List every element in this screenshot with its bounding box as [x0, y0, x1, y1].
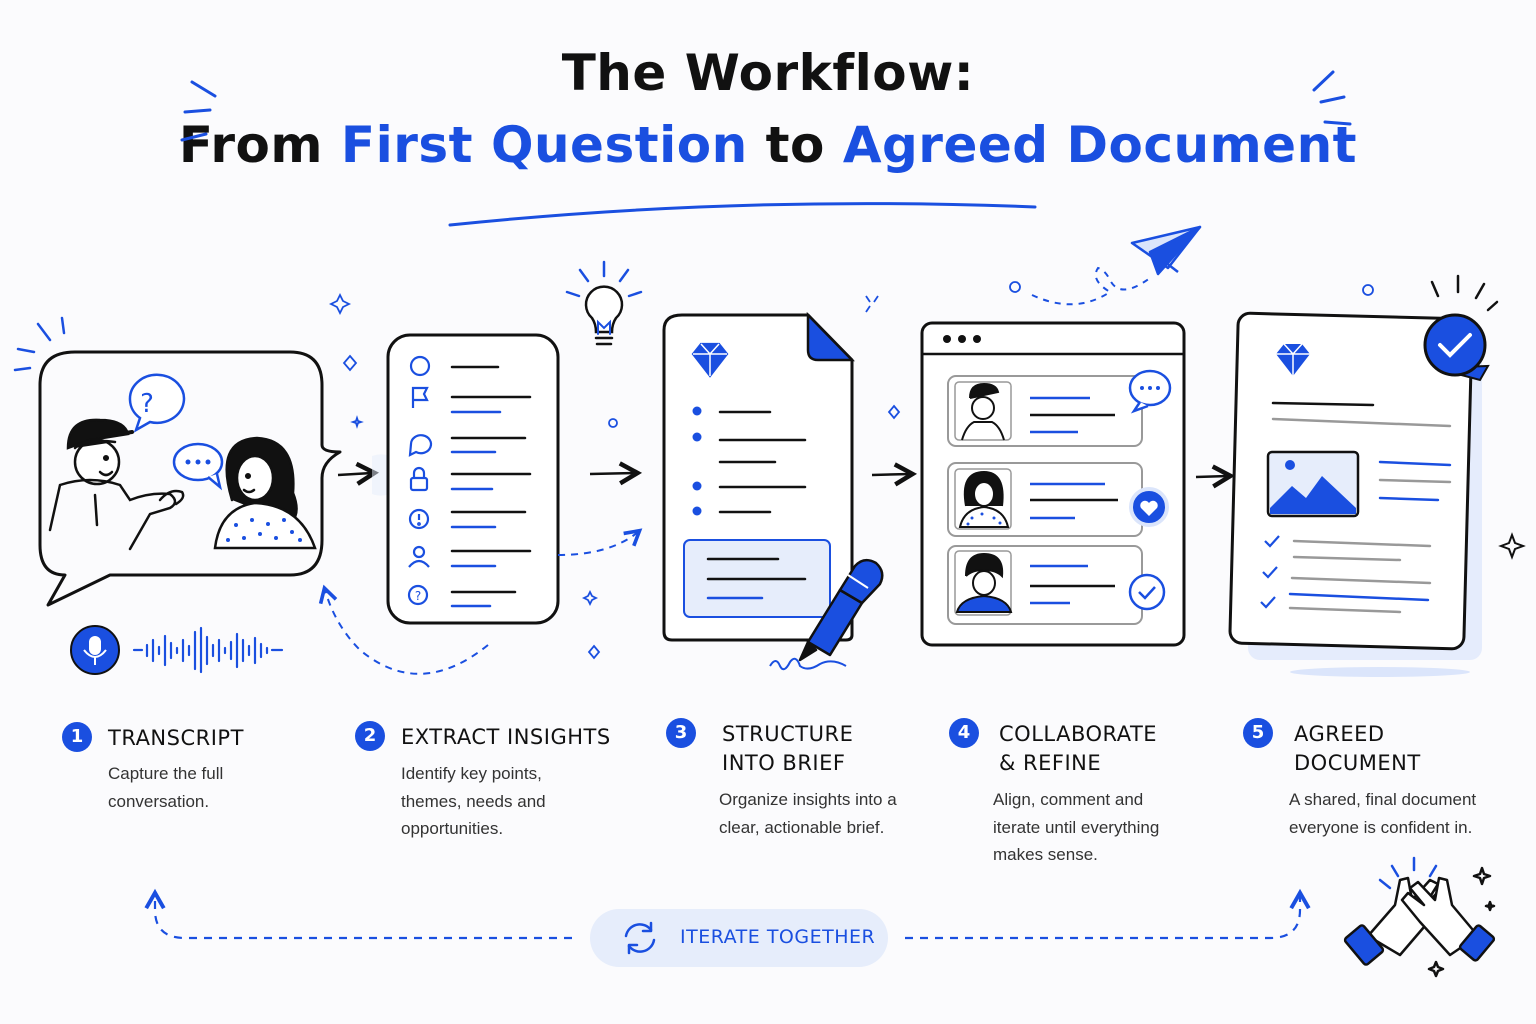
- title-sparks-right: [1312, 70, 1352, 126]
- iterate-together-label: ITERATE TOGETHER: [680, 926, 876, 948]
- step-4-heading: COLLABORATE & REFINE: [999, 720, 1219, 778]
- collaborator-avatar-1: [961, 382, 1005, 441]
- step-5-heading-line-2: DOCUMENT: [1294, 751, 1421, 775]
- paper-plane-trail: [1031, 266, 1151, 306]
- svg-text:?: ?: [415, 589, 421, 603]
- step-5-description: A shared, final document everyone is con…: [1289, 790, 1477, 837]
- high-five-icon: [1343, 856, 1496, 978]
- brief-document: [662, 311, 855, 642]
- step-5-heading: AGREED DOCUMENT: [1294, 720, 1514, 778]
- collaborator-avatar-2: [958, 470, 1010, 528]
- iterate-loop-right: [905, 888, 1311, 940]
- title-first-question: First Question: [340, 116, 748, 174]
- diamond-icon-final: [1276, 343, 1310, 376]
- step-4-heading-line-1: COLLABORATE: [999, 722, 1158, 746]
- step-1-description: Capture the full conversation.: [108, 764, 224, 811]
- step-5-heading-line-1: AGREED: [1294, 722, 1385, 746]
- arrow-3-to-4: [871, 462, 918, 487]
- step-4-heading-line-2: & REFINE: [999, 751, 1102, 775]
- title-agreed-document: Agreed Document: [842, 116, 1358, 174]
- step-3-heading: STRUCTURE INTO BRIEF: [722, 720, 942, 778]
- conversation-bubble: [38, 350, 342, 607]
- step-4-description: Align, comment and iterate until everyth…: [993, 790, 1160, 864]
- decorative-sparkles: [328, 281, 1374, 660]
- arrow-4-to-5: [1195, 464, 1236, 489]
- arrow-1-to-2: [337, 461, 380, 486]
- title-from: From: [178, 116, 323, 174]
- title-underline: [448, 202, 1037, 227]
- step-3-heading-line-1: STRUCTURE: [722, 722, 854, 746]
- step-1-number: 1: [62, 722, 92, 752]
- iterate-loop-left: [144, 888, 572, 940]
- title-sparks-left: [180, 80, 217, 142]
- lightbulb-icon: [565, 260, 643, 346]
- approved-check-badge: [1423, 274, 1499, 382]
- collaborator-avatar-3: [955, 552, 1013, 613]
- step-3-description: Organize insights into a clear, actionab…: [719, 790, 897, 837]
- diamond-icon: [691, 342, 729, 378]
- svg-text:?: ?: [140, 389, 154, 419]
- title-to: to: [765, 116, 825, 174]
- comment-bubble-icon: [1128, 369, 1172, 414]
- refresh-cycle-icon: [624, 921, 656, 955]
- question-bubble-icon: ?: [128, 373, 186, 433]
- man-with-cap-avatar: [48, 418, 185, 551]
- step-3-heading-line-2: INTO BRIEF: [722, 751, 846, 775]
- step-1-heading: TRANSCRIPT: [108, 726, 244, 750]
- paper-plane-icon: [1130, 225, 1202, 276]
- check-circle-icon: [1128, 573, 1166, 611]
- title-line-1: The Workflow:: [561, 44, 975, 102]
- step-2-number: 2: [355, 721, 385, 751]
- insight-icons: ?: [407, 355, 433, 606]
- speech-sparks: [13, 316, 66, 372]
- step-4-number: 4: [949, 718, 979, 748]
- microphone-icon: [70, 625, 120, 675]
- title-line-2: From First Question to Agreed Document: [0, 116, 1536, 174]
- pen-icon: [769, 558, 884, 671]
- iterate-together-pill: ITERATE TOGETHER: [590, 909, 888, 967]
- agreed-document: [1228, 311, 1482, 677]
- dashed-feedback-arc-1: [318, 584, 489, 675]
- step-2-description: Identify key points, themes, needs and o…: [401, 764, 546, 838]
- heart-icon: [1129, 487, 1169, 527]
- audio-waveform: [132, 626, 284, 674]
- ellipsis-bubble-icon: [172, 442, 224, 491]
- sparkle-right: [1498, 532, 1526, 560]
- arrow-2-to-3: [589, 461, 643, 486]
- woman-avatar: [213, 436, 317, 550]
- insights-list-card: ?: [386, 333, 560, 625]
- step-5-number: 5: [1243, 718, 1273, 748]
- collaboration-window: [920, 321, 1186, 647]
- step-2-heading: EXTRACT INSIGHTS: [401, 725, 611, 749]
- step-3-number: 3: [666, 718, 696, 748]
- dashed-feedback-arc-2: [557, 528, 643, 556]
